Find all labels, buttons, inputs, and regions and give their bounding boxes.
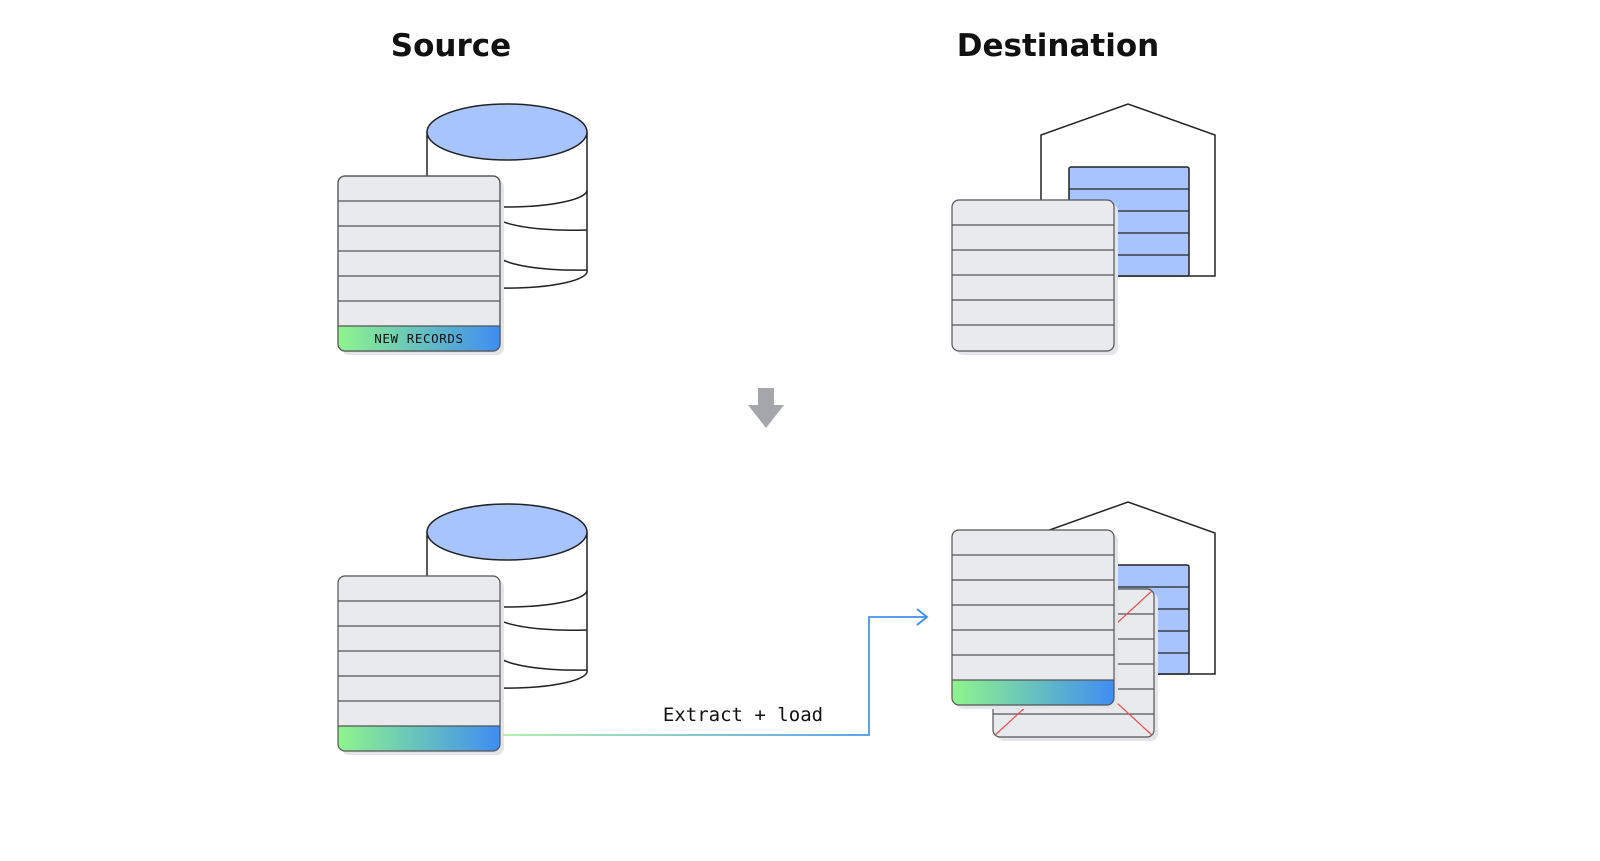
source-table-icon: NEW RECORDS [337,175,504,355]
new-records-bar-after [338,726,500,751]
loaded-table-icon [951,529,1118,709]
destination-heading: Destination [956,28,1160,64]
new-records-label: NEW RECORDS [374,331,463,346]
down-arrow-icon [748,388,784,428]
source-heading: Source [390,28,512,64]
flow-arrow-icon [503,608,929,736]
source-table-icon-after [337,575,504,755]
new-records-bar [338,326,500,351]
flow-label: Extract + load [663,704,823,726]
loaded-records-bar [952,680,1114,705]
destination-table-icon [951,199,1118,355]
